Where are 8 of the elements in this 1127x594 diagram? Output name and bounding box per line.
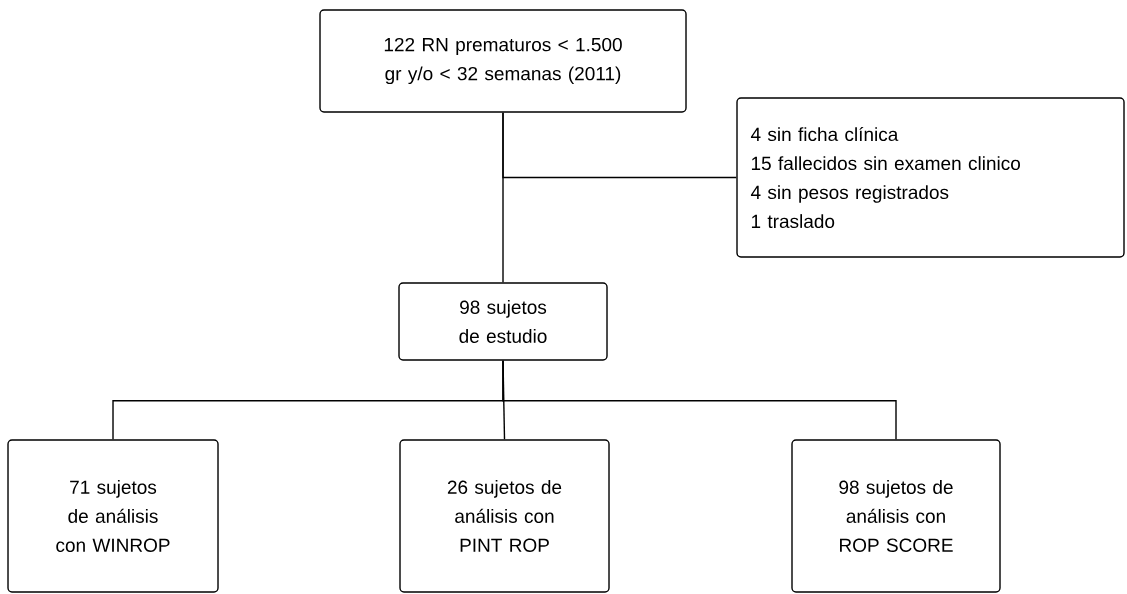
process-box: 98 sujetos de análisis con ROP SCORE — [791, 439, 1001, 593]
process-box: 98 sujetos de estudio — [398, 282, 608, 361]
process-box: 4 sin ficha clínica 15 fallecidos sin examen clinico 4 sin pesos registrados 1 traslado — [736, 97, 1125, 258]
connector-line — [502, 360, 897, 440]
process-box: 26 sujetos de análisis con PINT ROP — [399, 439, 610, 593]
process-box: 122 RN prematuros < 1.500 gr y/o < 32 semanas (2011) — [319, 9, 687, 113]
connector-line — [502, 112, 737, 179]
process-box: 71 sujetos de análisis con WINROP — [7, 439, 219, 593]
